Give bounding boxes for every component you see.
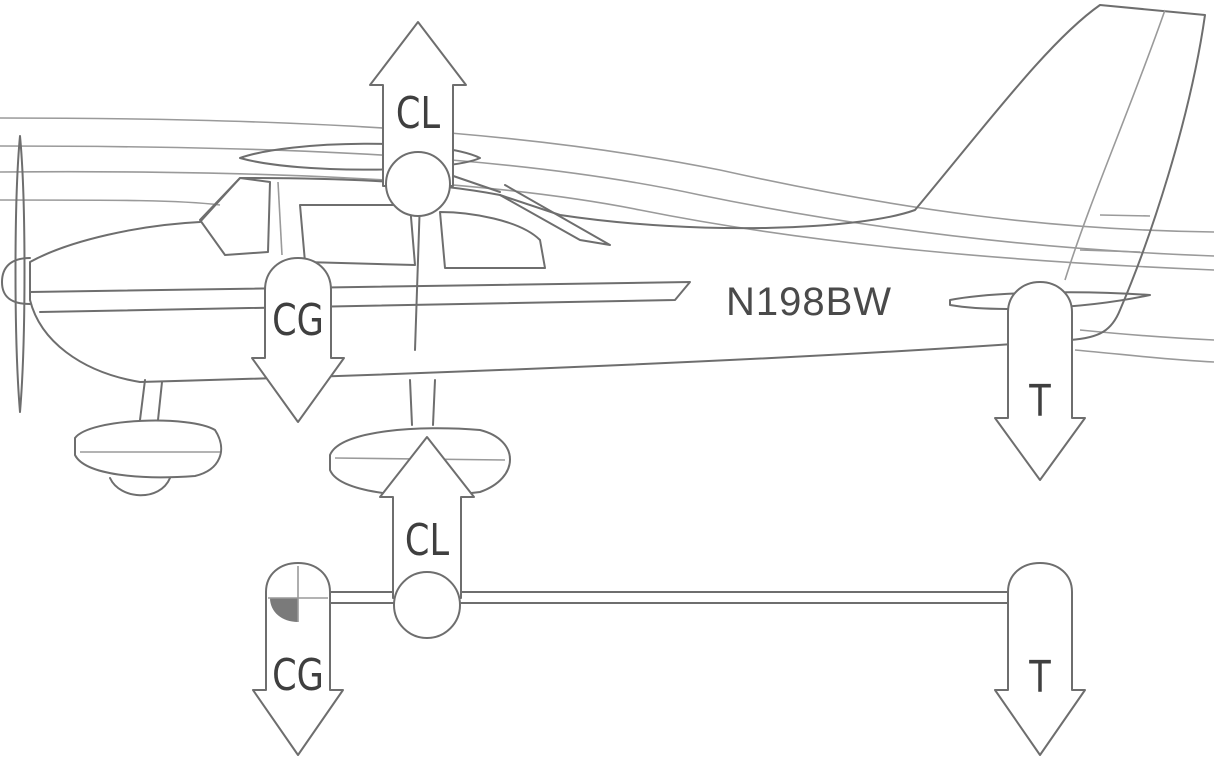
wing [239,142,481,171]
side-window-front [299,204,416,266]
lift-arrow-upper: CL [369,21,467,217]
tail-force-label-upper: T [1028,376,1051,427]
airflow-lines [0,117,1214,363]
side-window-rear [439,211,546,269]
registration-text: N198BW [726,280,892,324]
windshield [199,177,271,256]
lift-label-lower: CL [405,515,449,566]
cg-arrow-lower: CG [252,562,344,756]
nose-gear-strut [139,379,163,421]
lift-arrow-lower: CL [379,436,475,639]
nose-wheel-fairing [74,419,223,479]
horizontal-stabilizer [949,291,1151,310]
lift-label-upper: CL [396,88,440,139]
main-wheel-fairing [329,427,511,497]
cg-marker-icon [270,598,298,622]
lever-diagram: CG CL T [252,436,1086,756]
tail-force-arrow-lower: T [994,562,1086,756]
airplane-illustration: N198BW [1,4,1206,497]
main-gear-strut [409,379,436,426]
tail-force-arrow-upper: T [994,281,1086,481]
cg-arrow-upper: CG [251,257,345,423]
cg-label-lower: CG [272,650,324,701]
tail-force-label-lower: T [1028,652,1051,703]
spinner [1,257,31,305]
cg-label-upper: CG [272,295,324,346]
fuselage [29,4,1206,383]
propeller [14,135,26,413]
